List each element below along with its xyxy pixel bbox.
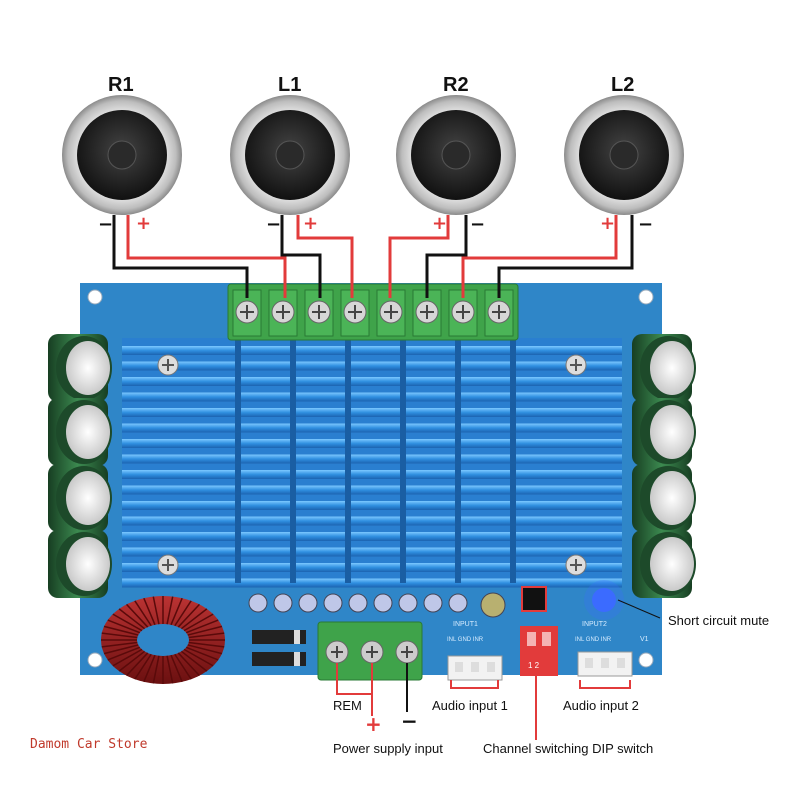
callout-audio-input-1: Audio input 1: [432, 698, 508, 713]
speaker-l2: [564, 95, 684, 215]
polarity-plus: +: [432, 213, 448, 234]
electrolytic-capacitor: [632, 464, 696, 532]
mount-hole: [87, 652, 103, 668]
callout-audio-input-2: Audio input 2: [563, 698, 639, 713]
small-capacitor: [348, 593, 368, 613]
electrolytic-capacitor: [632, 398, 696, 466]
silk-input2-pins: INL GND INR: [575, 637, 612, 643]
heatsink-fin: [122, 532, 622, 541]
heatsink-fin: [122, 346, 622, 355]
terminal-screw: [340, 289, 370, 337]
terminal-screw: [232, 289, 262, 337]
electrolytic-capacitor: [632, 334, 696, 402]
polarity-plus: +: [136, 213, 152, 234]
small-capacitor: [423, 593, 443, 613]
polarity-minus: −: [266, 214, 282, 235]
speaker-label-r2: R2: [443, 74, 469, 96]
small-capacitor: [373, 593, 393, 613]
electrolytic-capacitor: [48, 334, 112, 402]
polarity-minus: −: [638, 214, 654, 235]
speaker-label-r1: R1: [108, 74, 134, 96]
heatsink-fin: [122, 408, 622, 417]
terminal-screw: [412, 289, 442, 337]
callout-short-circuit-mute: Short circuit mute: [668, 613, 770, 628]
small-capacitor: [480, 592, 506, 618]
screw: [565, 554, 587, 576]
speaker-label-l1: L1: [278, 74, 302, 96]
small-capacitors: [248, 592, 506, 618]
heatsink-fin: [122, 361, 622, 371]
silk-input2: INPUT2: [582, 621, 607, 628]
input2-connector: [577, 651, 633, 677]
electrolytic-capacitor: [48, 530, 112, 598]
silk-dip-numbers: 1 2: [528, 661, 540, 670]
callout-power-supply-input: Power supply input: [333, 741, 443, 756]
status-led: [592, 588, 616, 612]
small-capacitor: [273, 593, 293, 613]
screw: [157, 354, 179, 376]
heatsink-fin: [122, 547, 622, 557]
mount-hole: [638, 289, 654, 305]
electrolytic-capacitor: [48, 398, 112, 466]
heatsink-fin: [122, 439, 622, 448]
heatsink-fin: [122, 578, 622, 588]
heatsink-fin: [122, 454, 622, 464]
speaker-label-l2: L2: [611, 74, 635, 96]
terminal-screw: [376, 289, 406, 337]
speaker-terminal-block: [227, 283, 519, 341]
power-terminal-block: [317, 621, 423, 681]
mute-jumper: [521, 586, 547, 612]
power-minus: −: [401, 709, 418, 733]
store-watermark: Damom Car Store: [30, 737, 148, 752]
heatsink-fin: [122, 501, 622, 510]
mount-hole: [638, 652, 654, 668]
dip-switch: [520, 626, 558, 676]
speaker-l1: [230, 95, 350, 215]
terminal-screw: [268, 289, 298, 337]
heatsink-fin: [122, 516, 622, 526]
diode: [252, 630, 306, 644]
small-capacitor: [398, 593, 418, 613]
callout-rem: REM: [333, 698, 362, 713]
speaker-wires: [112, 215, 634, 298]
input1-connector: [447, 655, 503, 681]
heatsink-fin: [122, 485, 622, 495]
silk-v-mark: V1: [640, 636, 649, 643]
diode: [252, 652, 306, 666]
polarity-minus: −: [98, 214, 114, 235]
polarity-plus: +: [600, 213, 616, 234]
screw: [565, 354, 587, 376]
silk-input1-pins: INL GND INR: [447, 637, 484, 643]
power-plus: +: [365, 712, 382, 736]
polarity-minus: −: [470, 214, 486, 235]
callout-channel-switch: Channel switching DIP switch: [483, 741, 654, 756]
heatsink-fin: [122, 392, 622, 402]
heatsink: [122, 338, 622, 588]
screw: [157, 554, 179, 576]
toroidal-inductor: [101, 596, 225, 684]
silk-input1: INPUT1: [453, 621, 478, 628]
polarity-plus: +: [303, 213, 319, 234]
speaker-r1: [62, 95, 182, 215]
small-capacitor: [248, 593, 268, 613]
heatsink-fin: [122, 563, 622, 572]
small-capacitor: [298, 593, 318, 613]
mount-hole: [87, 289, 103, 305]
terminal-screw: [484, 289, 514, 337]
heatsink-fin: [122, 470, 622, 479]
electrolytic-capacitor: [632, 530, 696, 598]
small-capacitor: [448, 593, 468, 613]
electrolytic-capacitor: [48, 464, 112, 532]
heatsink-fin: [122, 377, 622, 386]
speaker-r2: [396, 95, 516, 215]
heatsink-fin: [122, 423, 622, 433]
callout-lines: [336, 599, 661, 740]
small-capacitor: [323, 593, 343, 613]
